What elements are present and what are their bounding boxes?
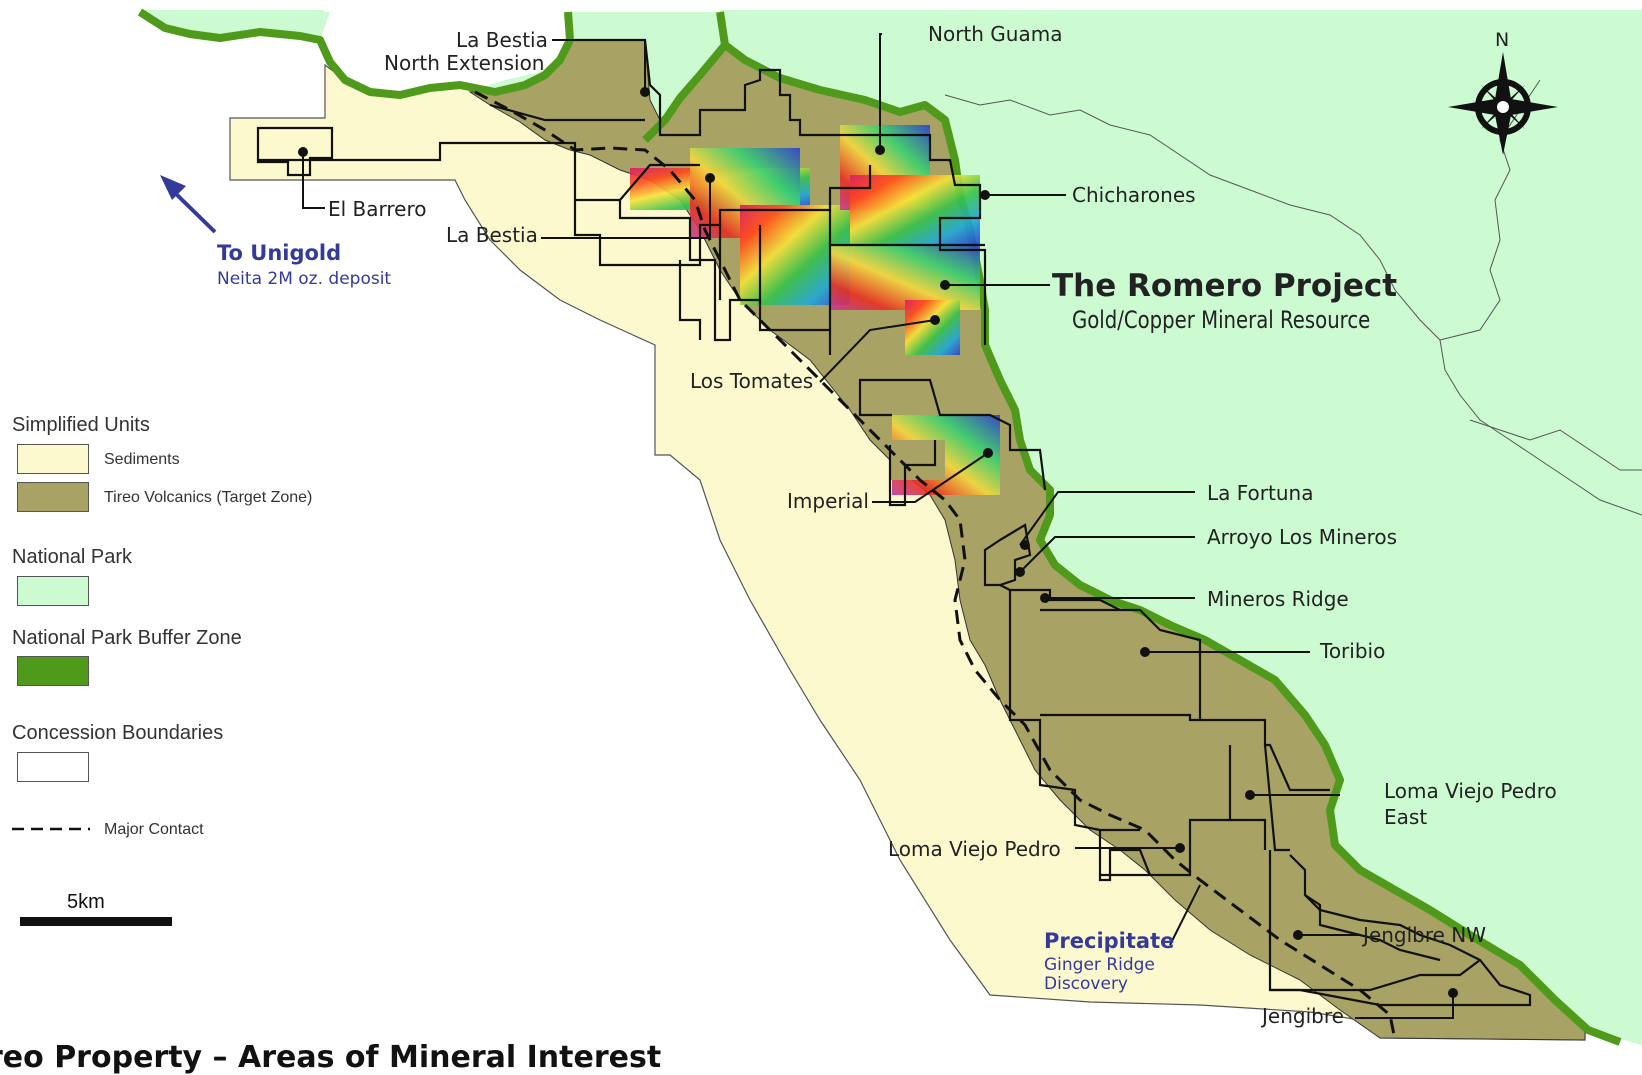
label-imperial: Imperial [787,489,869,513]
legend-simplified-units: Simplified Units [12,414,150,436]
label-el-barrero: El Barrero [328,197,427,221]
label-la-bestia: La Bestia [446,223,538,247]
label-la-fortuna: La Fortuna [1207,481,1314,505]
label-loma-viejo-pedro-east: Loma Viejo Pedro [1384,779,1557,803]
scale-bar [20,917,172,926]
national-park-area [140,10,1642,1045]
target-markers [298,87,1458,998]
compass-rose-icon [1448,52,1558,155]
anomaly-patch [830,245,980,310]
label-toribio: Toribio [1320,639,1386,663]
label-jengibre-nw: Jengibre NW [1363,923,1487,947]
anomaly-patch [850,175,980,245]
page-title: reo Property – Areas of Mineral Interest [0,1040,662,1075]
leader-lines [302,33,1454,1019]
label-ginger-ridge: Ginger Ridge [1044,955,1155,975]
label-to-unigold: To Unigold [217,241,342,265]
compass-north-label: N [1495,29,1510,51]
concession-boundaries [256,38,1532,1007]
legend-sediments-label: Sediments [104,451,180,468]
legend-buffer-zone: National Park Buffer Zone [12,627,242,649]
legend-buffer-swatch [17,656,89,686]
anomaly-patch-gap [890,440,945,480]
legend-major-contact-label: Major Contact [104,821,204,838]
buffer-zone-line [137,8,574,99]
anomaly-patch [905,300,960,355]
label-jengibre: Jengibre [1262,1004,1344,1028]
unigold-direction-arrow-icon [160,175,217,234]
river-line [944,94,1642,516]
label-mineros-ridge: Mineros Ridge [1207,587,1349,611]
label-north-guama: North Guama [928,22,1063,46]
label-romero-project: The Romero Project [1052,268,1398,304]
label-la-bestia-north: La Bestia [456,29,548,51]
legend-tireo-label: Tireo Volcanics (Target Zone) [104,489,313,506]
major-contact-line [474,90,1397,1041]
label-precipitate: Precipitate [1044,929,1175,953]
legend-park-swatch [17,576,89,606]
label-chicharones: Chicharones [1072,183,1196,207]
legend-national-park: National Park [12,546,133,568]
buffer-zone-line-east [642,11,1622,1046]
label-north-extension: North Extension [384,51,545,75]
legend-concession-swatch [17,752,89,782]
legend-sediments-swatch [17,444,89,474]
label-los-tomates: Los Tomates [690,369,814,393]
legend-tireo-swatch [17,482,89,512]
scale-bar-label: 5km [67,891,105,913]
label-discovery: Discovery [1044,974,1128,994]
label-line: La Bestia [456,28,548,52]
label-loma-viejo-pedro-east-2: East [1384,805,1428,829]
label-romero-subtitle: Gold/Copper Mineral Resource [1072,306,1371,334]
river-line [1439,79,1541,341]
river-line [1469,419,1642,471]
label-arroyo-los-mineros: Arroyo Los Mineros [1207,525,1398,549]
label-neita-deposit: Neita 2M oz. deposit [217,269,392,289]
label-loma-viejo-pedro: Loma Viejo Pedro [888,837,1061,861]
legend-concession: Concession Boundaries [12,722,224,744]
